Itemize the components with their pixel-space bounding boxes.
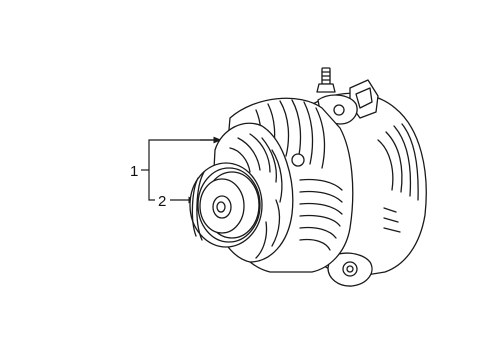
pulley-groove-1 [197,167,261,243]
callout-1-number: 1 [130,163,138,180]
pulley-hub [212,195,232,219]
alternator [189,67,427,287]
callout-2-number: 2 [158,193,166,210]
rear-fins [377,123,419,233]
cooling-fan [221,133,283,259]
terminal-post [316,67,336,93]
pulley-nut [216,201,226,213]
